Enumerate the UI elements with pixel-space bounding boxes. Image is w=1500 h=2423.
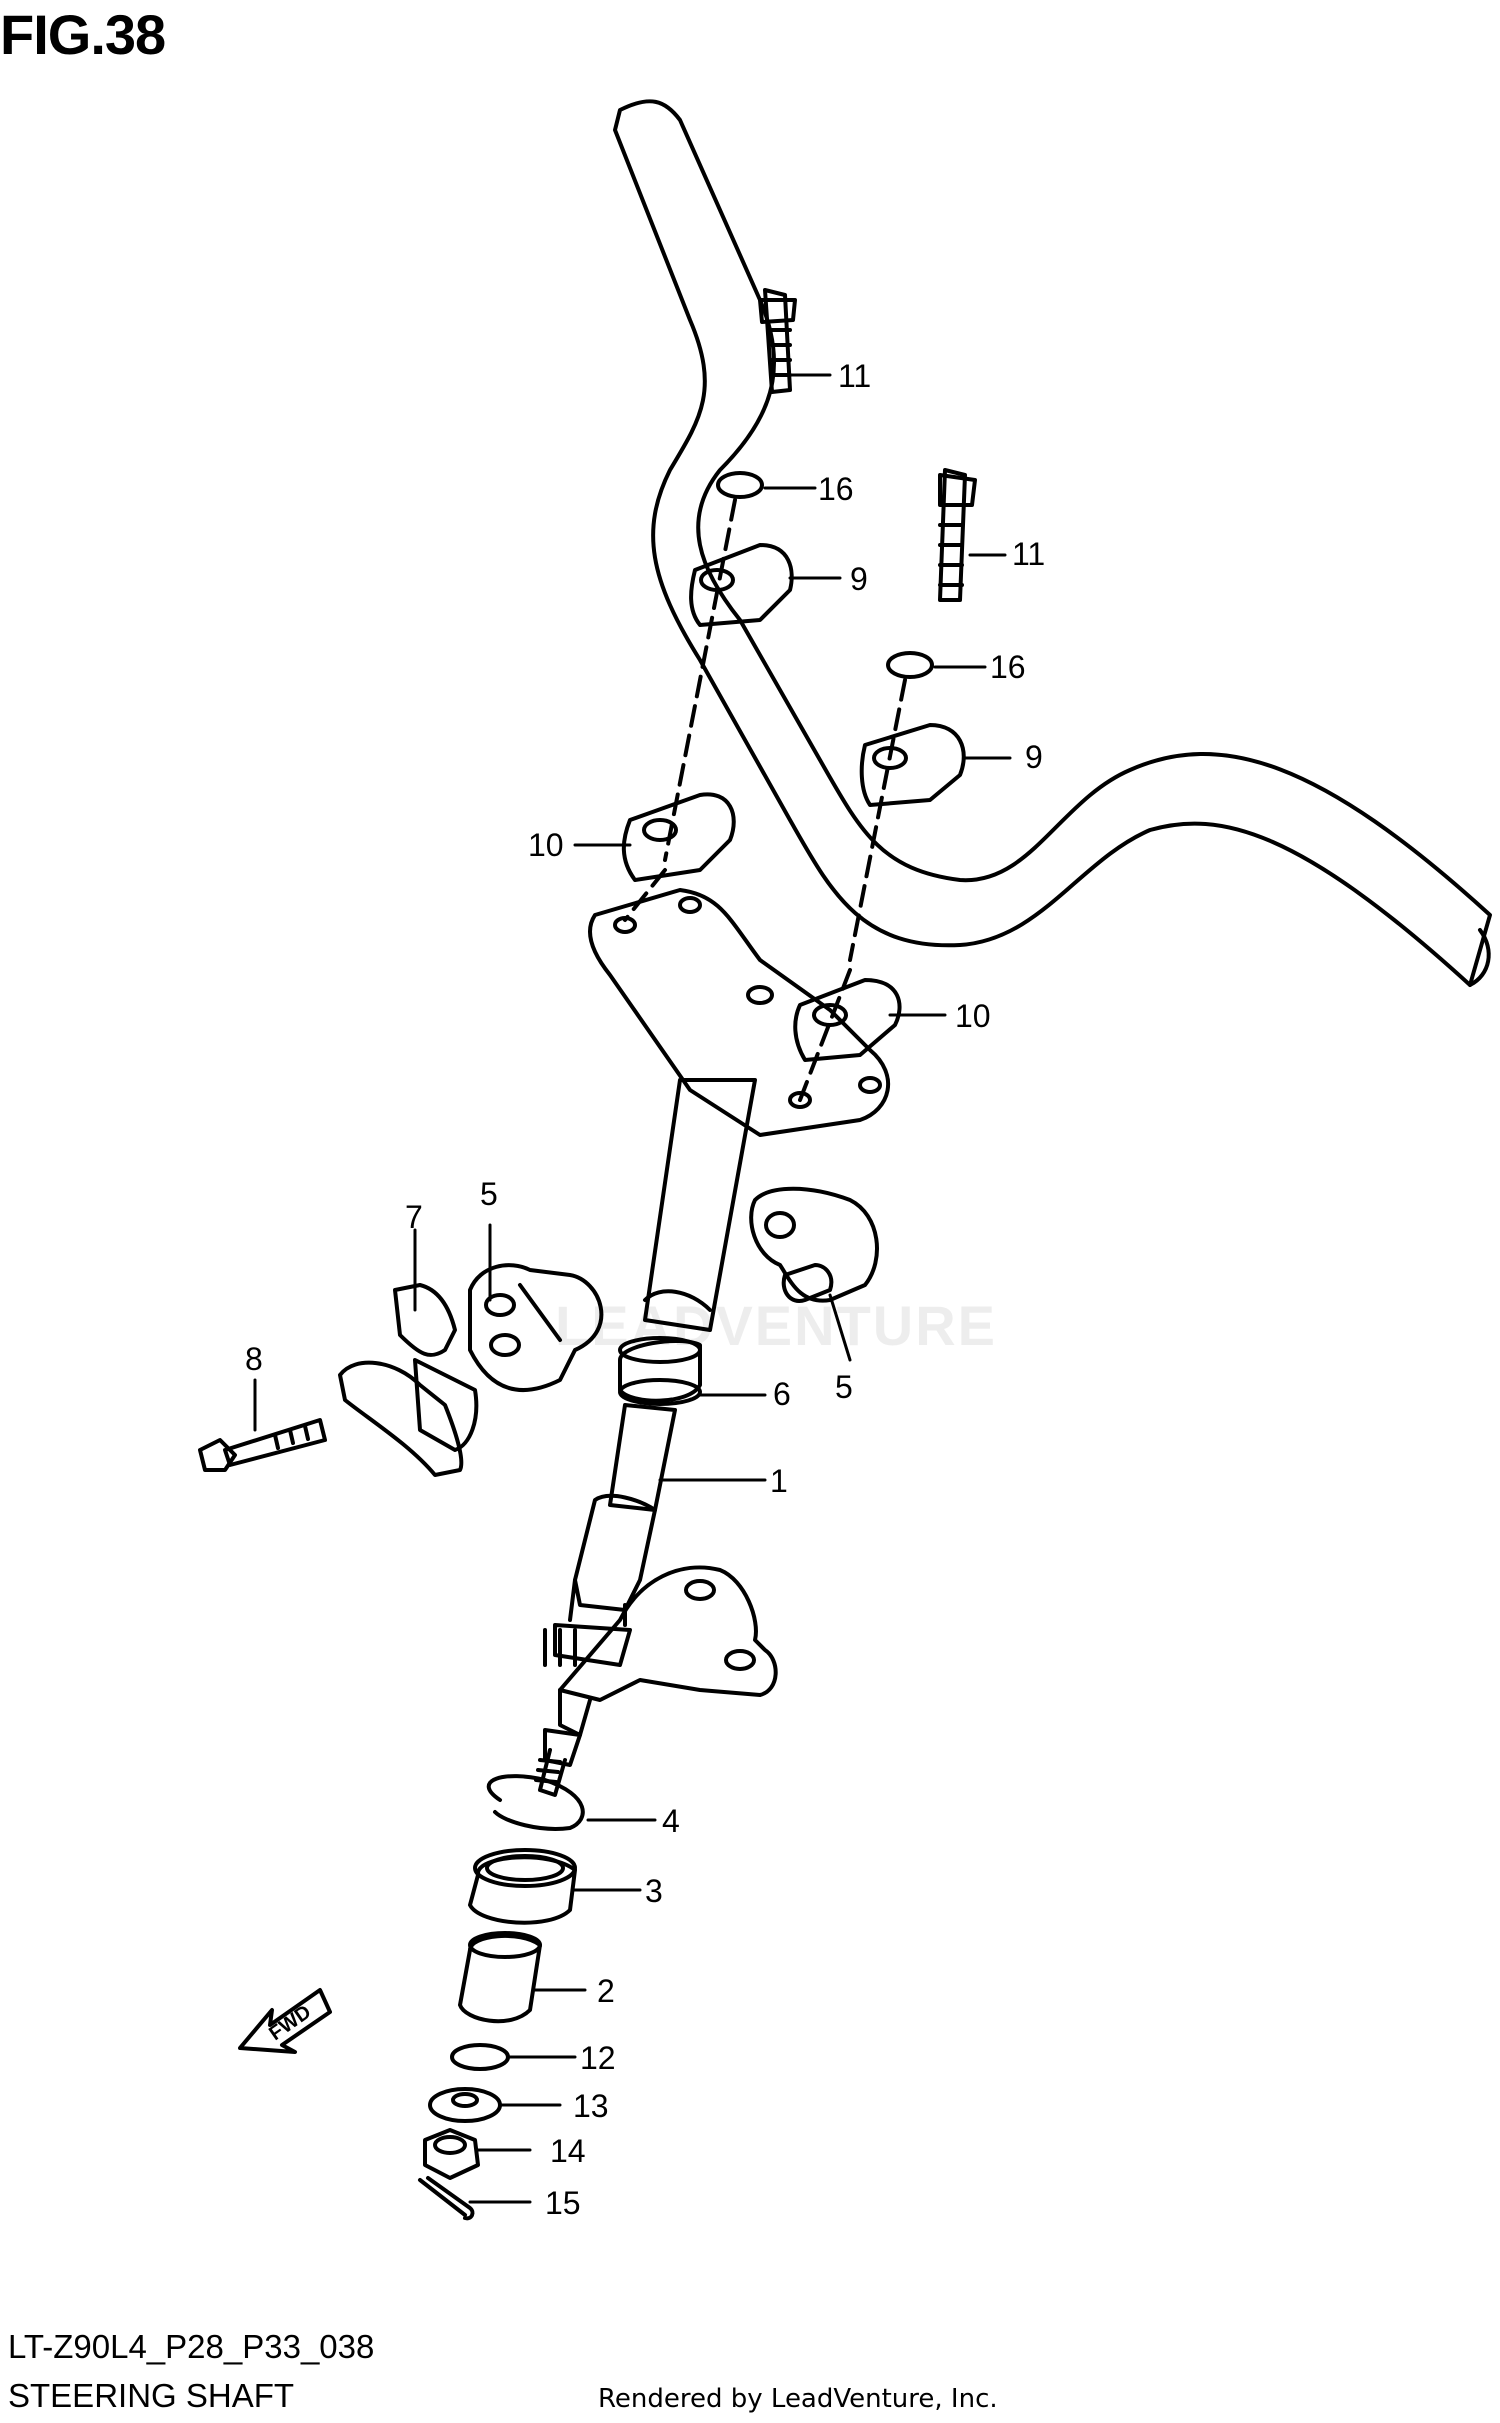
nut-14 bbox=[423, 2128, 480, 2180]
callout-15: 15 bbox=[545, 2185, 581, 2221]
callout-1: 1 bbox=[770, 1463, 788, 1499]
diagram-code: LT-Z90L4_P28_P33_038 bbox=[8, 2328, 375, 2365]
callout-16: 16 bbox=[990, 649, 1026, 685]
handlebar bbox=[613, 99, 1492, 987]
shaft-holder-5-right bbox=[749, 1186, 879, 1303]
steering-shaft-1 bbox=[534, 1403, 778, 1797]
callout-11: 11 bbox=[1012, 536, 1045, 572]
callout-5: 5 bbox=[480, 1176, 498, 1212]
callout-16: 16 bbox=[818, 471, 854, 507]
callout-labels: 11 16 9 11 16 9 10 10 7 5 5 8 6 1 4 3 2 … bbox=[245, 358, 1045, 2221]
callout-3: 3 bbox=[645, 1873, 663, 1909]
callout-8: 8 bbox=[245, 1341, 263, 1377]
bolt-11-left bbox=[758, 288, 797, 394]
callout-2: 2 bbox=[597, 1973, 615, 2009]
lower-holder-10-left bbox=[621, 792, 736, 882]
washer-16-right bbox=[886, 651, 934, 679]
callout-12: 12 bbox=[580, 2040, 616, 2076]
render-credit: Rendered by LeadVenture, Inc. bbox=[598, 2384, 998, 2414]
callout-11: 11 bbox=[838, 358, 871, 394]
oil-seal-3 bbox=[468, 1848, 577, 1925]
lower-holder-10-right bbox=[793, 978, 902, 1062]
callout-9: 9 bbox=[850, 561, 868, 597]
holder-plate-7 bbox=[393, 1283, 457, 1357]
cotter-pin-15 bbox=[418, 2176, 475, 2221]
callout-13: 13 bbox=[573, 2088, 609, 2124]
bushing-2 bbox=[458, 1931, 542, 2024]
callout-10: 10 bbox=[528, 827, 564, 863]
o-ring-12 bbox=[450, 2043, 510, 2071]
circlip-4 bbox=[486, 1774, 585, 1831]
fwd-arrow-icon bbox=[238, 1988, 332, 2054]
callout-14: 14 bbox=[550, 2133, 586, 2169]
upper-holder-9-left bbox=[689, 543, 794, 627]
collar-6 bbox=[618, 1336, 702, 1406]
washer-16-left bbox=[716, 471, 764, 499]
shaft-holder-5-left bbox=[468, 1263, 604, 1392]
upper-shaft bbox=[643, 1078, 757, 1332]
upper-holder-9-right bbox=[859, 723, 966, 807]
callout-7: 7 bbox=[405, 1199, 423, 1235]
figure-title: FIG.38 bbox=[0, 3, 166, 66]
diagram-caption: STEERING SHAFT bbox=[8, 2377, 295, 2414]
callout-6: 6 bbox=[773, 1376, 791, 1412]
callout-5: 5 bbox=[835, 1369, 853, 1405]
callout-9: 9 bbox=[1025, 739, 1043, 775]
callout-4: 4 bbox=[662, 1803, 680, 1839]
callout-10: 10 bbox=[955, 998, 991, 1034]
handlebar-clamp-plate bbox=[588, 888, 890, 1137]
watermark-text: LEADVENTURE bbox=[555, 1294, 997, 1357]
bolt-11-right bbox=[938, 468, 977, 602]
washer-13 bbox=[428, 2087, 502, 2123]
bolt-8 bbox=[198, 1418, 327, 1472]
